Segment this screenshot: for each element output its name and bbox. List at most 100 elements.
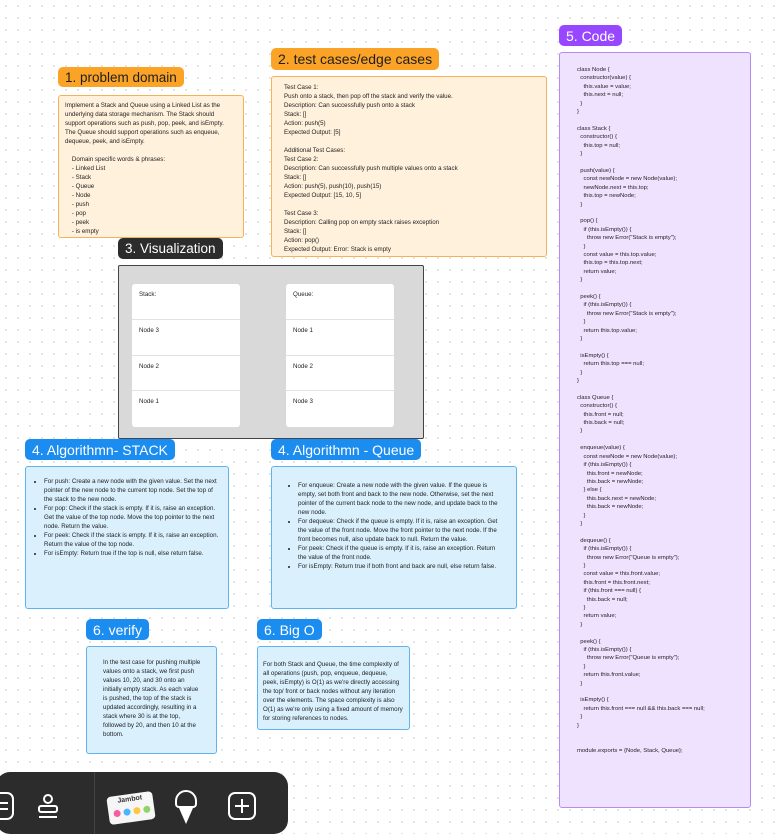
test-case-line: Test Case 2:: [284, 156, 319, 163]
code-line: peek() {: [577, 293, 601, 300]
queue-cell: Node 2: [286, 356, 394, 392]
bigo-heading[interactable]: 6. Big O: [257, 619, 322, 640]
algo-stack-card[interactable]: For push: Create a new node with the giv…: [25, 466, 229, 609]
code-line: }: [577, 562, 586, 569]
code-line: }: [577, 109, 579, 116]
queue-cell: Node 3: [293, 398, 313, 406]
code-line: [577, 385, 740, 393]
bigo-card[interactable]: For both Stack and Queue, the time compl…: [257, 646, 410, 730]
algo-stack-list: For push: Create a new node with the giv…: [34, 477, 220, 558]
algo-queue-heading[interactable]: 4. Algorithmn - Queue: [271, 439, 422, 460]
plus-icon[interactable]: [228, 792, 256, 820]
code-line: [577, 436, 740, 444]
code-line: if (this.isEmpty()) {: [577, 302, 632, 309]
bottom-toolbar: Jambot: [0, 772, 288, 834]
stack-cell: Node 1: [139, 398, 159, 406]
code-line: this.value = value;: [577, 83, 631, 90]
code-line: isEmpty() {: [577, 352, 609, 359]
code-line: }: [577, 680, 583, 687]
algo-stack-item: For isEmpty: Return true if the top is n…: [44, 549, 220, 558]
code-line: newNode.next = this.top;: [577, 184, 649, 191]
test-case-line: Action: pop(): [284, 237, 320, 244]
problem-line: - Node: [65, 192, 91, 199]
algo-queue-item: For dequeue: Check if the queue is empty…: [298, 517, 500, 544]
sticker-pack-icon[interactable]: Jambot: [106, 790, 156, 826]
code-line: }: [577, 722, 579, 729]
code-line: constructor(value) {: [577, 75, 632, 82]
code-line: if (this.isEmpty()) {: [577, 462, 632, 469]
algo-queue-item: For peek: Check if the queue is empty. I…: [298, 544, 500, 562]
test-cases-heading[interactable]: 2. test cases/edge cases: [271, 48, 440, 70]
algo-stack-item: For pop: Check if the stack is empty. If…: [44, 504, 220, 531]
problem-domain-card[interactable]: Implement a Stack and Queue using a Link…: [58, 95, 244, 238]
code-line: }: [577, 621, 583, 628]
problem-domain-heading[interactable]: 1. problem domain: [58, 67, 184, 87]
test-cases-card[interactable]: Test Case 1:Push onto a stack, then pop …: [271, 76, 547, 257]
table-icon[interactable]: [0, 792, 14, 820]
test-case-line: Stack: []: [284, 111, 307, 118]
test-case-line: Action: push(5): [284, 120, 326, 127]
code-line: this.front = newNode;: [577, 470, 643, 477]
code-line: }: [577, 201, 583, 208]
code-line: [577, 209, 740, 217]
code-line: [577, 739, 740, 747]
stack-cell: Stack:: [132, 284, 240, 320]
verify-heading[interactable]: 6. verify: [86, 619, 150, 640]
code-line: this.top = null;: [577, 142, 621, 149]
code-line: pop() {: [577, 218, 598, 225]
code-line: push(value) {: [577, 167, 615, 174]
code-lines: class Node { constructor(value) { this.v…: [577, 66, 740, 755]
code-line: }: [577, 243, 586, 250]
visualization-frame[interactable]: Stack: Node 3 Node 2 Node 1 Queue: Node …: [118, 265, 424, 439]
test-case-line: [284, 200, 534, 209]
code-line: [577, 629, 740, 637]
code-line: throw new Error("Queue is empty");: [577, 554, 680, 561]
test-case-line: Action: push(5), push(10), push(15): [284, 183, 382, 190]
stack-column: Stack: Node 3 Node 2 Node 1: [132, 284, 240, 427]
code-line: [577, 528, 740, 536]
problem-line: Implement a Stack and Queue using a Link…: [65, 102, 221, 109]
problem-line: The Queue should support operations such…: [65, 129, 220, 136]
problem-line: - peek: [65, 219, 90, 226]
code-line: [577, 285, 740, 293]
code-line: enqueue(value) {: [577, 445, 625, 452]
code-line: }: [577, 319, 586, 326]
test-case-line: Expected Output: [15, 10, 5]: [284, 192, 362, 199]
stamp-icon[interactable]: [34, 792, 62, 820]
visualization-heading[interactable]: 3. Visualization: [118, 238, 223, 259]
algo-queue-card[interactable]: For enqueue: Create a new node with the …: [271, 466, 517, 609]
code-line: this.top = newNode;: [577, 193, 636, 200]
code-line: this.top = this.top.next;: [577, 260, 643, 267]
algo-stack-item: For peek: Check if the stack is empty. I…: [44, 531, 220, 549]
code-line: class Node {: [577, 67, 610, 73]
code-line: dequeue() {: [577, 537, 611, 544]
code-line: return this.top === null;: [577, 361, 644, 368]
test-case-line: [284, 137, 534, 146]
code-line: return this.top.value;: [577, 327, 637, 334]
code-line: if (this.isEmpty()) {: [577, 647, 632, 654]
test-case-line: Push onto a stack, then pop off the stac…: [284, 93, 453, 100]
problem-line: - Stack: [65, 174, 92, 181]
code-line: this.front = this.front.next;: [577, 579, 650, 586]
code-line: }: [577, 663, 586, 670]
code-line: }: [577, 151, 583, 158]
code-line: constructor() {: [577, 403, 617, 410]
code-line: }: [577, 714, 583, 721]
code-line: }: [577, 277, 583, 284]
verify-card[interactable]: In the test case for pushing multiple va…: [86, 646, 217, 754]
code-line: [577, 343, 740, 351]
code-heading[interactable]: 5. Code: [559, 25, 623, 46]
test-lines: Test Case 1:Push onto a stack, then pop …: [284, 83, 534, 254]
code-line: this.back.next = newNode;: [577, 495, 657, 502]
problem-line: - is empty: [65, 228, 99, 235]
code-line: [577, 116, 740, 124]
code-line: const value = this.front.value;: [577, 571, 661, 578]
code-line: }: [577, 520, 583, 527]
code-line: } else {: [577, 487, 602, 494]
verify-text: In the test case for pushing multiple va…: [103, 659, 201, 738]
ice-cream-sticker-icon[interactable]: [172, 788, 202, 828]
algo-stack-heading[interactable]: 4. Algorithmn- STACK: [25, 439, 175, 460]
code-line: this.next = null;: [577, 92, 624, 99]
toolbar-divider: [94, 772, 95, 834]
code-card[interactable]: class Node { constructor(value) { this.v…: [559, 52, 751, 808]
